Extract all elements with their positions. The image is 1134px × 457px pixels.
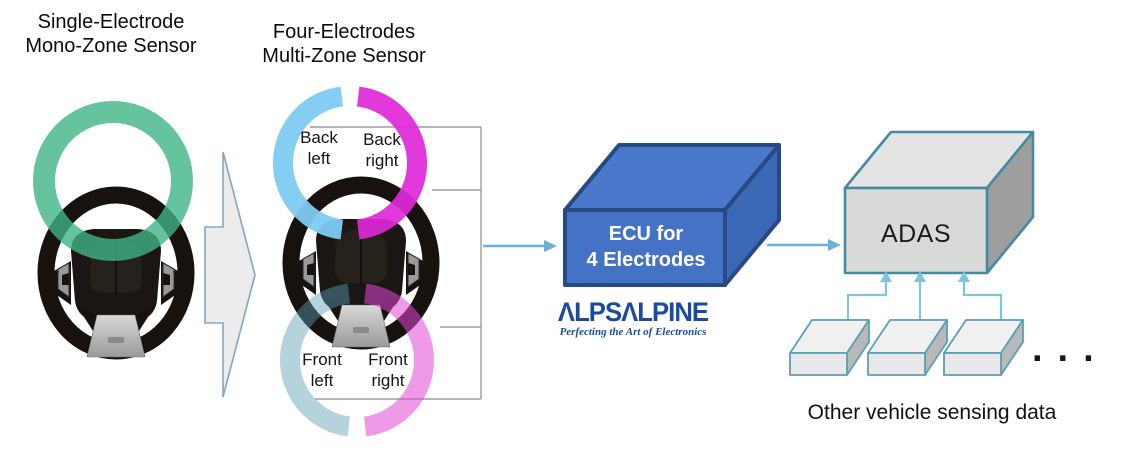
mono-zone-title-line2: Mono-Zone Sensor — [25, 34, 197, 57]
transition-arrow — [204, 151, 256, 398]
arrow-to-adas — [767, 239, 841, 251]
front-right-zone-ring — [363, 283, 434, 437]
back-right-zone-ring — [356, 86, 427, 240]
zone-label-front-right-line1: Front — [368, 350, 408, 369]
zone-label-front-left-line2: left — [310, 370, 334, 390]
mono-zone-title: Single-Electrode Mono-Zone Sensor — [8, 11, 214, 58]
adas-box — [843, 130, 1035, 275]
ecu-label-line1: ECU for — [608, 223, 684, 245]
mono-zone-title-line1: Single-Electrode — [37, 11, 185, 33]
multi-zone-title: Four-Electrodes Multi-Zone Sensor — [245, 21, 443, 68]
zone-label-front-right-line2: right — [371, 370, 405, 390]
sensing-connector-arrowheads — [880, 271, 970, 282]
multi-zone-title-line2: Multi-Zone Sensor — [262, 44, 426, 67]
alps-alpine-wordmark: ΛLPSΛLPINE — [557, 297, 709, 327]
ecu-label: ECU for 4 Electrodes — [567, 221, 725, 273]
zone-label-front-left-line1: Front — [302, 350, 342, 369]
sensing-box-1 — [789, 319, 870, 376]
zone-label-back-left: Back left — [284, 128, 354, 169]
alps-alpine-tagline: Perfecting the Art of Electronics — [559, 326, 707, 338]
ellipsis-more-sensors: ... — [1032, 328, 1109, 370]
zone-label-front-left: Front left — [287, 350, 357, 391]
zone-label-back-right-line1: Back — [363, 130, 401, 149]
zone-label-front-right: Front right — [352, 350, 424, 391]
zone-label-back-right-line2: right — [365, 150, 399, 170]
sensing-box-2 — [867, 319, 948, 376]
arrow-to-ecu — [483, 240, 557, 252]
back-left-zone-ring — [273, 86, 344, 240]
other-sensing-caption: Other vehicle sensing data — [807, 401, 1057, 424]
adas-label: ADAS — [880, 220, 952, 248]
zone-label-back-left-line1: Back — [300, 128, 338, 147]
multi-zone-title-line1: Four-Electrodes — [272, 21, 416, 43]
alps-alpine-logo: ΛLPSΛLPINE Perfecting the Art of Electro… — [533, 299, 733, 339]
sensing-box-3 — [943, 319, 1024, 376]
zone-label-back-right: Back right — [347, 130, 417, 171]
mono-zone-ring — [33, 101, 193, 261]
zone-label-back-left-line2: left — [307, 148, 331, 168]
front-left-zone-ring — [280, 283, 351, 437]
ecu-box — [563, 143, 781, 287]
ecu-label-line2: 4 Electrodes — [586, 249, 706, 271]
